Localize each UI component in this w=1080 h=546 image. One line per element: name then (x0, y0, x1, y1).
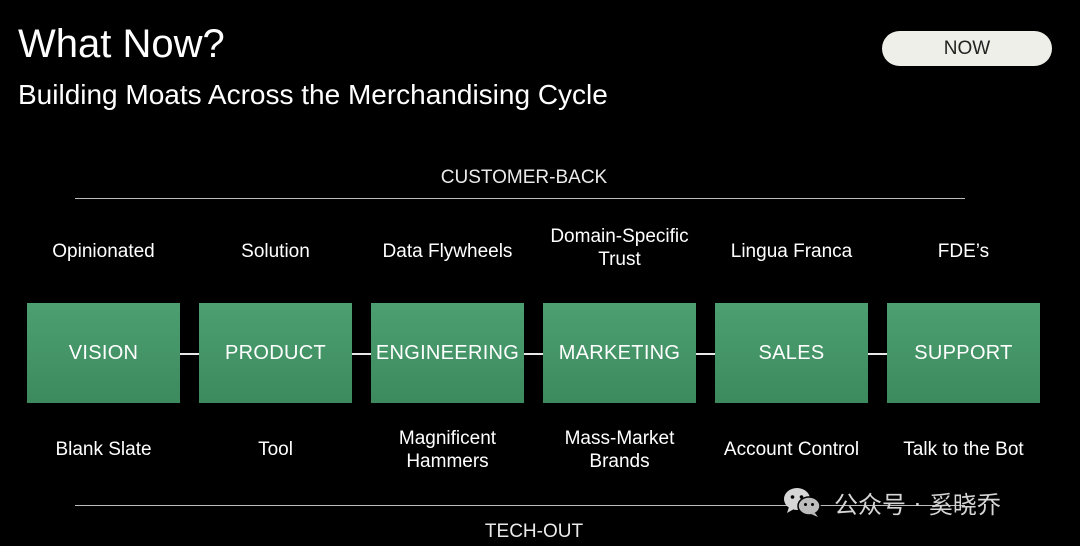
connector-line (180, 353, 199, 355)
stage-bottom-label: Magnificent Hammers (398, 428, 497, 472)
connector-line (696, 353, 715, 355)
connector-line (868, 353, 887, 355)
connector-line (352, 353, 371, 355)
stage-box: SALES (715, 303, 868, 403)
stage-bottom-label: Account Control (723, 439, 860, 460)
stage-top-label: FDE’s (937, 241, 990, 262)
stage-top-label: Opinionated (52, 241, 155, 262)
stage-top-label: Domain-Specific Trust (550, 226, 689, 270)
watermark: 公众号 · 奚晓乔 (782, 484, 1001, 520)
stage-bottom-label: Mass-Market Brands (564, 428, 675, 472)
stage-bottom-label: Talk to the Bot (903, 439, 1024, 460)
wechat-icon (784, 488, 821, 517)
stage-box: ENGINEERING (371, 303, 524, 403)
stage-box: PRODUCT (199, 303, 352, 403)
bottom-axis-line (75, 505, 965, 506)
top-axis-line (75, 198, 965, 199)
stage-top-label: Data Flywheels (382, 241, 513, 262)
slide-title: What Now? (18, 22, 225, 66)
slide-subtitle: Building Moats Across the Merchandising … (18, 79, 608, 110)
stage-top-label: Solution (241, 241, 310, 262)
stage-top-label: Lingua Franca (730, 241, 853, 262)
now-badge: NOW (882, 31, 1052, 66)
watermark-text: 公众号 · 奚晓乔 (834, 490, 1001, 519)
stage-box: VISION (27, 303, 180, 403)
stage-box: MARKETING (543, 303, 696, 403)
bottom-axis-label: TECH-OUT (484, 521, 584, 542)
stage-box: SUPPORT (887, 303, 1040, 403)
connector-line (524, 353, 543, 355)
top-axis-label: CUSTOMER-BACK (440, 167, 608, 188)
stage-bottom-label: Tool (258, 439, 293, 460)
stage-bottom-label: Blank Slate (55, 439, 152, 460)
